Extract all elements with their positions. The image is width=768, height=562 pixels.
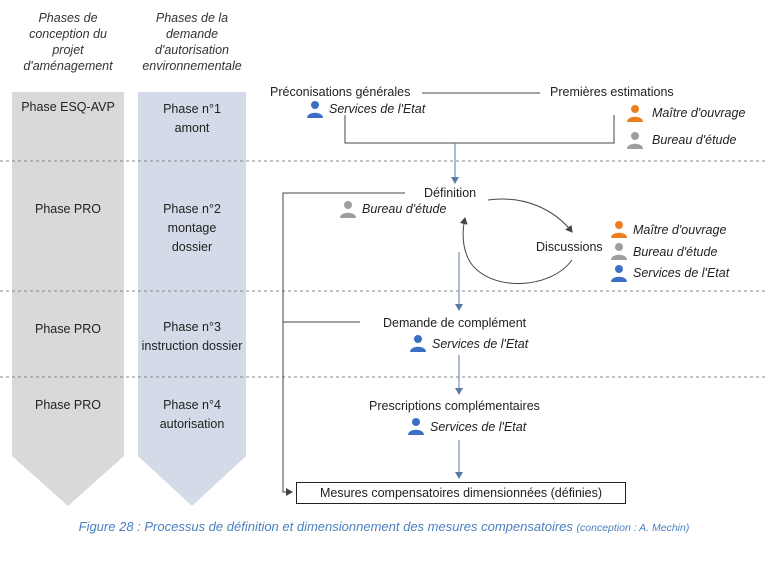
autorisation-phase-cell: Phase n°2 montage dossier — [138, 200, 246, 257]
role-bureau-etude: Bureau d'étude — [362, 202, 447, 216]
header-line: Phases de — [38, 11, 98, 25]
phase-label: autorisation — [159, 417, 225, 431]
role-bureau-etude: Bureau d'étude — [633, 245, 718, 259]
phase-label: Phase n°3 — [163, 320, 221, 334]
figure-caption: Figure 28 : Processus de définition et d… — [0, 518, 768, 537]
conception-column-arrow — [12, 92, 124, 506]
phase-label: Phase PRO — [34, 202, 101, 216]
final-result-box: Mesures compensatoires dimensionnées (dé… — [296, 482, 626, 504]
demande-complement-label: Demande de complément — [383, 316, 527, 330]
person-icon — [611, 243, 627, 260]
role-bureau-etude: Bureau d'étude — [652, 133, 737, 147]
role-services-etat: Services de l'Etat — [329, 102, 426, 116]
person-icon — [627, 132, 643, 149]
header-line: demande — [165, 27, 219, 41]
header-line: Phases de la — [155, 11, 229, 25]
discussion-arc-bottom — [459, 217, 573, 284]
merge-bracket — [344, 115, 615, 144]
person-icon — [410, 335, 426, 352]
phase-label: amont — [174, 121, 210, 135]
header-line: projet — [52, 43, 84, 57]
phase-label: instruction dossier — [141, 339, 243, 353]
role-services-etat: Services de l'Etat — [432, 337, 529, 351]
autorisation-phase-cell: Phase n°3 instruction dossier — [134, 318, 250, 356]
person-icon — [340, 201, 356, 218]
prescriptions-label: Prescriptions complémentaires — [369, 399, 540, 413]
phase-label: montage — [167, 221, 217, 235]
left-feedback-line — [282, 192, 405, 496]
role-services-etat: Services de l'Etat — [633, 266, 730, 280]
autorisation-phases-header: Phases de la demande d'autorisation envi… — [134, 10, 250, 74]
caption-main: Figure 28 : Processus de définition et d… — [78, 519, 573, 534]
role-maitre-ouvrage: Maître d'ouvrage — [652, 106, 746, 120]
person-icon — [627, 105, 643, 122]
header-line: d'aménagement — [23, 59, 113, 73]
phase-label: Phase n°1 — [163, 102, 221, 116]
conception-phase-cell: Phase PRO — [12, 396, 124, 415]
header-line: environnementale — [142, 59, 242, 73]
autorisation-column-arrow — [138, 92, 246, 506]
person-icon — [307, 101, 323, 118]
conception-phase-cell: Phase PRO — [12, 320, 124, 339]
phase-label: dossier — [171, 240, 213, 254]
role-services-etat: Services de l'Etat — [430, 420, 527, 434]
phase-label: Phase n°4 — [163, 398, 221, 412]
person-icon — [611, 265, 627, 282]
caption-credit: (conception : A. Mechin) — [576, 522, 690, 534]
conception-phase-cell: Phase PRO — [12, 200, 124, 219]
person-icon — [408, 418, 424, 435]
discussions-label: Discussions — [536, 240, 603, 254]
definition-label: Définition — [424, 186, 477, 200]
person-icon — [611, 221, 627, 238]
autorisation-phase-cell: Phase n°4 autorisation — [138, 396, 246, 434]
discussion-arc-top — [487, 198, 573, 233]
preconisations-label: Préconisations générales — [270, 85, 411, 99]
phase-label: Phase PRO — [34, 322, 101, 336]
phase-label: Phase PRO — [34, 398, 101, 412]
autorisation-phase-cell: Phase n°1 amont — [138, 100, 246, 138]
conception-phases-header: Phases de conception du projet d'aménage… — [12, 10, 124, 74]
premieres-estimations-label: Premières estimations — [550, 85, 674, 99]
conception-phase-cell: Phase ESQ-AVP — [12, 98, 124, 117]
phase-label: Phase n°2 — [163, 202, 221, 216]
role-maitre-ouvrage: Maître d'ouvrage — [633, 223, 727, 237]
header-line: conception du — [29, 27, 107, 41]
phase-label: Phase ESQ-AVP — [21, 100, 115, 114]
header-line: d'autorisation — [155, 43, 229, 57]
